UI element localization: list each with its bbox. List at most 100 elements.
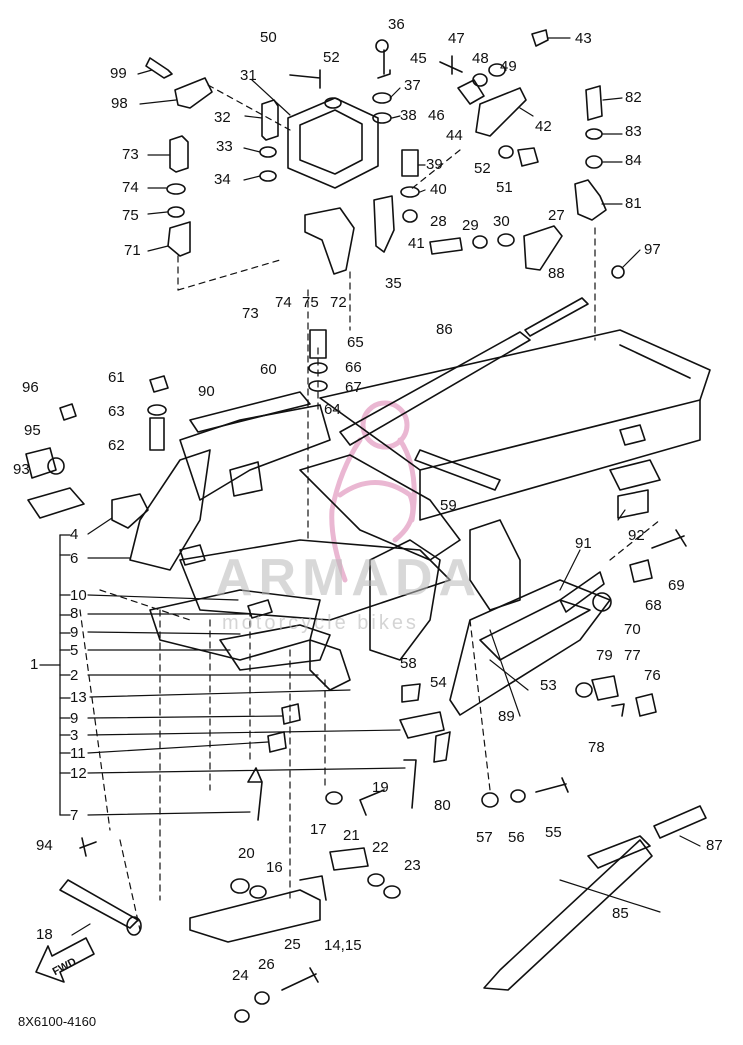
part-label: 20	[238, 845, 255, 862]
part-label: 3	[70, 727, 79, 744]
part-label: 49	[500, 58, 517, 75]
part-label: 60	[260, 361, 277, 378]
part-label: 66	[345, 359, 362, 376]
part-label: 32	[214, 109, 231, 126]
part-label: 52	[323, 49, 340, 66]
part-label: 73	[242, 305, 259, 322]
part-label: 79	[596, 647, 613, 664]
part-label: 56	[508, 829, 525, 846]
fwd-arrow-icon	[35, 937, 95, 983]
part-label: 41	[408, 235, 425, 252]
part-label: 69	[668, 577, 685, 594]
part-label: 90	[198, 383, 215, 400]
part-label: 33	[216, 138, 233, 155]
part-label: 11	[70, 745, 86, 762]
part-label: 85	[612, 905, 629, 922]
part-label: 99	[110, 65, 127, 82]
part-label: 70	[624, 621, 641, 638]
part-label: 7	[70, 807, 79, 824]
part-label: 74	[275, 294, 292, 311]
part-label: 92	[628, 527, 645, 544]
part-label: 74	[122, 179, 139, 196]
part-label: 89	[498, 708, 515, 725]
part-label: 40	[430, 181, 447, 198]
part-label: 1	[30, 656, 39, 673]
part-label: 73	[122, 146, 139, 163]
part-label: 75	[122, 207, 139, 224]
part-label: 51	[496, 179, 513, 196]
part-label: 14,15	[324, 937, 362, 954]
part-label: 84	[625, 152, 642, 169]
part-label: 46	[428, 107, 445, 124]
part-label: 13	[70, 689, 87, 706]
part-label: 83	[625, 123, 642, 140]
part-label: 97	[644, 241, 661, 258]
part-label: 2	[70, 667, 79, 684]
part-label: 88	[548, 265, 565, 282]
part-label: 95	[24, 422, 41, 439]
part-label: 94	[36, 837, 53, 854]
part-label: 44	[446, 127, 463, 144]
main-frame	[129, 297, 711, 716]
part-label: 9	[70, 710, 79, 727]
part-label: 76	[644, 667, 661, 684]
part-label: 50	[260, 29, 277, 46]
part-label: 48	[472, 50, 489, 67]
part-label: 37	[404, 77, 421, 94]
part-label: 27	[548, 207, 565, 224]
top-right-hardware	[400, 29, 625, 279]
part-label: 68	[645, 597, 662, 614]
part-label: 77	[624, 647, 641, 664]
part-label: 67	[345, 379, 362, 396]
part-label: 38	[400, 107, 417, 124]
part-label: 9	[70, 624, 79, 641]
part-label: 61	[108, 369, 125, 386]
part-label: 65	[347, 334, 364, 351]
part-label: 71	[124, 242, 141, 259]
part-label: 4	[70, 526, 79, 543]
part-label: 5	[70, 642, 79, 659]
part-label: 45	[410, 50, 427, 67]
part-label: 22	[372, 839, 389, 856]
part-label: 28	[430, 213, 447, 230]
part-label: 62	[108, 437, 125, 454]
part-label: 30	[493, 213, 510, 230]
part-label: 98	[111, 95, 128, 112]
part-label: 47	[448, 30, 465, 47]
part-label: 23	[404, 857, 421, 874]
part-label: 42	[535, 118, 552, 135]
part-label: 86	[436, 321, 453, 338]
part-label: 63	[108, 403, 125, 420]
part-label: 78	[588, 739, 605, 756]
part-label: 35	[385, 275, 402, 292]
part-label: 96	[22, 379, 39, 396]
part-label: 55	[545, 824, 562, 841]
part-label: 64	[324, 401, 341, 418]
part-label: 57	[476, 829, 493, 846]
battery-box-bracket	[287, 39, 395, 275]
label-leaders	[71, 37, 701, 936]
part-label: 29	[462, 217, 479, 234]
watermark-figure	[329, 400, 417, 583]
part-label: 26	[258, 956, 275, 973]
part-label: 17	[310, 821, 327, 838]
part-label: 8	[70, 605, 79, 622]
left-bracket-tree	[39, 534, 71, 816]
part-label: 72	[330, 294, 347, 311]
part-label: 87	[706, 837, 723, 854]
lower-hardware	[25, 329, 707, 1023]
part-label: 82	[625, 89, 642, 106]
leader-lines	[79, 84, 661, 931]
part-label: 25	[284, 936, 301, 953]
part-label: 43	[575, 30, 592, 47]
watermark-brand: ARMADA	[215, 549, 483, 607]
part-label: 24	[232, 967, 249, 984]
part-label: 91	[575, 535, 592, 552]
part-label: 16	[266, 859, 283, 876]
part-label: 18	[36, 926, 53, 943]
part-label: 6	[70, 550, 79, 567]
part-label: 54	[430, 674, 447, 691]
part-label: 39	[426, 156, 443, 173]
